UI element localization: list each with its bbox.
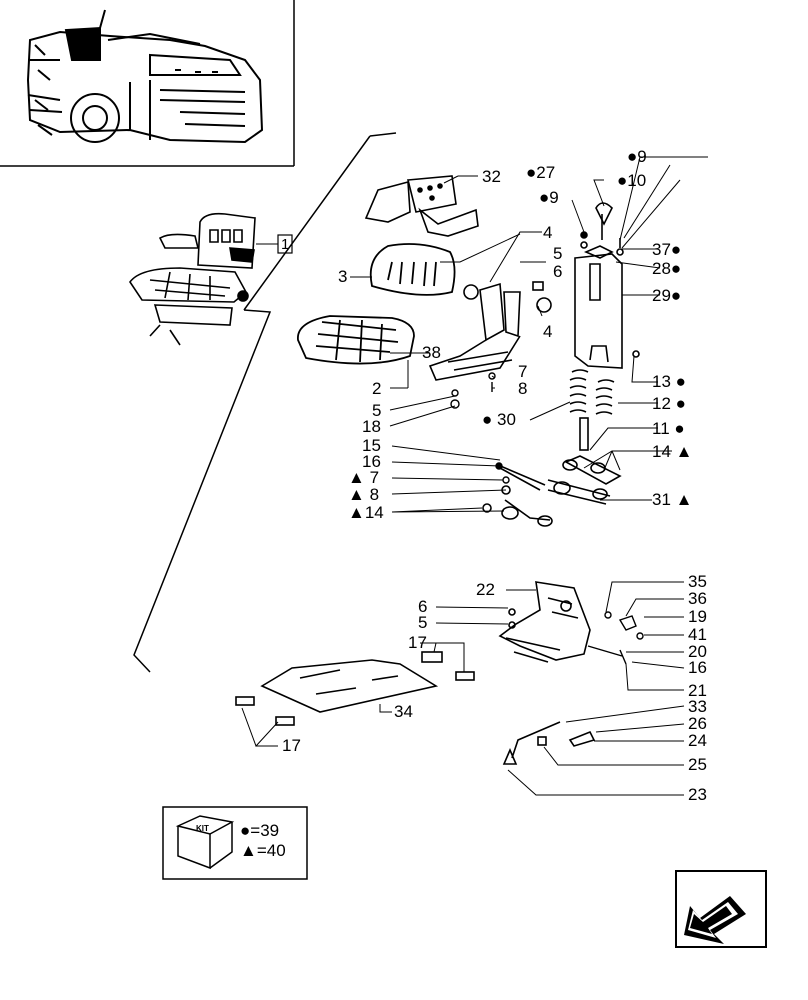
callout-17: 17	[408, 633, 427, 652]
scissor-frame	[482, 455, 622, 527]
backrest-cushion	[369, 243, 456, 296]
callout-17-pads: 17	[282, 736, 301, 755]
callout-16: 16	[362, 452, 381, 471]
suspension-column	[574, 202, 640, 369]
springs	[569, 369, 615, 451]
callout-8: 8	[518, 379, 528, 398]
lever	[502, 721, 596, 765]
callout-31: 31 ▲	[652, 490, 693, 509]
callout-6-base: 6	[418, 597, 428, 616]
kit-legend-triangle: ▲=40	[240, 841, 286, 860]
callout-18: 18	[362, 417, 381, 436]
callout-33: 33	[688, 697, 707, 716]
callout-3: 3	[338, 267, 348, 286]
callout-6: 6	[553, 262, 563, 281]
seat-frame	[428, 281, 552, 381]
callout-30: ● 30	[482, 410, 516, 429]
tractor-inset	[0, 0, 295, 167]
arrow-back-icon[interactable]	[675, 870, 767, 948]
callout-20: 20	[688, 642, 707, 661]
ref-number: 1	[281, 236, 290, 253]
callout-7-tri: ▲ 7	[348, 468, 380, 487]
callout-5: 5	[553, 244, 563, 263]
callout-10: ●10	[617, 171, 647, 190]
kit-legend-dot: ●=39	[240, 821, 280, 840]
boundary-line	[133, 132, 397, 673]
callout-12: 12 ●	[652, 394, 686, 413]
base-bracket	[498, 581, 591, 663]
callout-34: 34	[394, 702, 413, 721]
callout-4-lower: 4	[543, 322, 553, 341]
callout-32: 32	[482, 167, 501, 186]
callout-7: 7	[518, 362, 528, 381]
kit-box	[162, 806, 308, 880]
callout-11: 11 ●	[652, 419, 685, 438]
callout-4: 4	[543, 223, 553, 242]
callout-21: 21	[688, 681, 707, 700]
callout-9-top: ●9	[627, 147, 647, 166]
armrest-bracket	[364, 175, 479, 237]
callout-9: ●9	[539, 188, 559, 207]
callout-35: 35	[688, 572, 707, 591]
callout-24: 24	[688, 731, 707, 750]
callout-36: 36	[688, 589, 707, 608]
callout-2: 2	[372, 379, 382, 398]
seat-cushion	[297, 315, 415, 365]
callout-37: 37●	[652, 240, 682, 259]
callout-15: 15	[362, 436, 381, 455]
callout-14: 14 ▲	[652, 442, 693, 461]
seat-overview	[129, 212, 256, 346]
callout-14-tri: ▲14	[348, 503, 384, 522]
callout-28: 28●	[652, 259, 682, 278]
callout-8-tri: ▲ 8	[348, 485, 380, 504]
callout-19: 19	[688, 607, 707, 626]
tractor-sketch	[26, 9, 264, 144]
adjust-knob	[587, 611, 644, 665]
floor-pads	[235, 651, 475, 726]
floor-mat	[260, 659, 439, 713]
callout-41: 41	[688, 625, 707, 644]
callout-29: 29●	[652, 286, 682, 305]
callout-38: 38	[422, 343, 441, 362]
callout-26: 26	[688, 714, 707, 733]
callout-22: 22	[476, 580, 495, 599]
callout-23: 23	[688, 785, 707, 804]
callout-16-base: 16	[688, 658, 707, 677]
callout-25: 25	[688, 755, 707, 774]
callout-13: 13 ●	[652, 372, 686, 391]
callout-5-base: 5	[418, 613, 428, 632]
callout-27: ●27	[526, 163, 556, 182]
callout-5-seat: 5	[372, 401, 382, 420]
leader-lines	[241, 156, 708, 796]
kit-box-label: KIT	[196, 824, 209, 833]
